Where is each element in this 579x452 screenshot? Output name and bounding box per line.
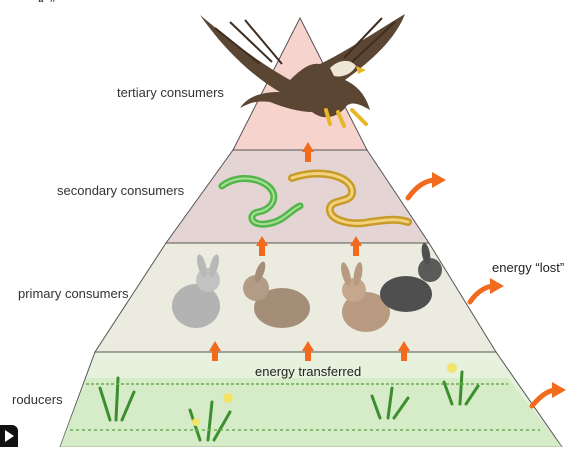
- flower-icon: [192, 418, 200, 426]
- lost-arrowheads: [432, 172, 566, 398]
- transfer-arrow: [350, 236, 362, 256]
- label-primary-consumers: primary consumers: [18, 286, 129, 301]
- secondary-band: [165, 149, 430, 244]
- rabbit-icon: [243, 261, 310, 328]
- flower-icon: [447, 363, 457, 373]
- label-tertiary-consumers: tertiary consumers: [117, 85, 224, 100]
- energy-lost-label: energy “lost”: [492, 260, 565, 275]
- transfer-arrow: [302, 142, 314, 162]
- rabbit-icon: [341, 262, 390, 332]
- green-snake-icon: [218, 175, 304, 228]
- transfer-arrows: [209, 142, 410, 361]
- flower-icon: [223, 393, 233, 403]
- label-secondary-consumers: secondary consumers: [57, 183, 185, 198]
- transfer-arrow: [256, 236, 268, 256]
- energy-transferred-label: energy transferred: [255, 364, 362, 379]
- transfer-arrow: [398, 341, 410, 361]
- yellow-snake-icon: [288, 169, 412, 228]
- rabbit-icon: [380, 243, 442, 312]
- grass-line: [70, 383, 540, 431]
- rabbit-icon: [172, 254, 220, 328]
- producers-ground: [60, 378, 562, 447]
- grass-icon: [98, 370, 480, 442]
- corner-mark: “ ”: [38, 0, 57, 10]
- eagle-icon: [200, 14, 405, 128]
- label-producers: roducers: [12, 392, 63, 407]
- lost-arrow: [405, 177, 439, 201]
- transfer-arrow: [302, 341, 314, 361]
- play-icon[interactable]: [0, 425, 18, 447]
- transfer-arrow: [209, 341, 221, 361]
